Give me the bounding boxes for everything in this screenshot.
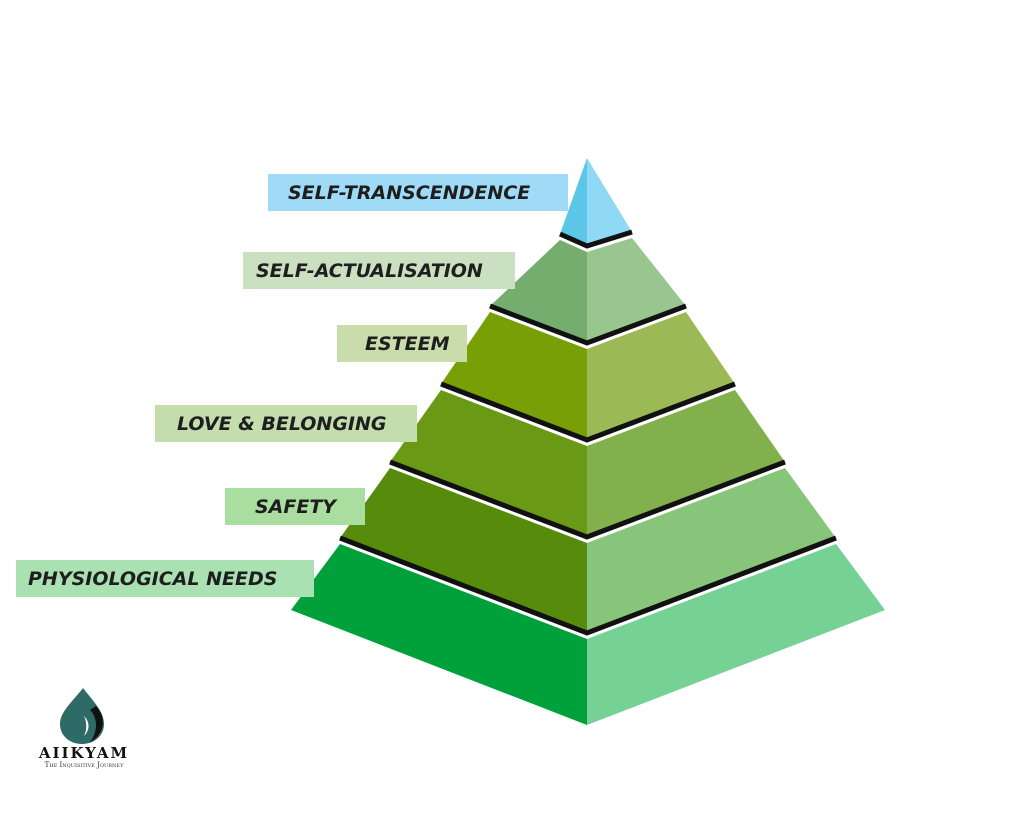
pyramid-tier-love-belonging-left (390, 390, 587, 537)
level-label-self-transcendence: SELF-TRANSCENDENCE (268, 174, 568, 211)
pyramid-tier-esteem-right (587, 312, 735, 440)
pyramid-tier-love-belonging-right (587, 390, 785, 537)
pyramid-tier-self-actualisation-left (490, 240, 587, 343)
pyramid-tier-safety-left (340, 468, 587, 633)
pyramid-tier-physiological-needs-left (291, 544, 587, 725)
pyramid-tier-safety-right (587, 468, 836, 633)
level-label-love-belonging: LOVE & BELONGING (155, 405, 417, 442)
tier-seam-safety (339, 535, 837, 636)
level-label-self-actualisation: SELF-ACTUALISATION (243, 252, 515, 289)
pyramid-tier-self-actualisation-right (587, 238, 686, 343)
tier-seam-love-belonging (389, 459, 786, 540)
level-label-safety: SAFETY (225, 488, 365, 525)
pyramid-tier-esteem-left (441, 312, 587, 440)
pyramid-tier-physiological-needs-right (587, 544, 885, 725)
tier-seam-self-transcendence (558, 229, 633, 249)
level-label-physiological-needs: PHYSIOLOGICAL NEEDS (16, 560, 314, 597)
logo-wordmark: AIIKYAM (38, 744, 130, 762)
tier-seam-esteem (440, 381, 736, 443)
pyramid-tier-self-transcendence-left (560, 158, 587, 246)
pyramid-tier-self-transcendence-right (587, 158, 632, 246)
level-label-esteem: ESTEEM (337, 325, 467, 362)
tier-seam-self-actualisation (489, 303, 687, 346)
logo-tagline: The Inquisitive Journey (44, 761, 124, 769)
aiikyam-logo-icon (60, 688, 104, 744)
